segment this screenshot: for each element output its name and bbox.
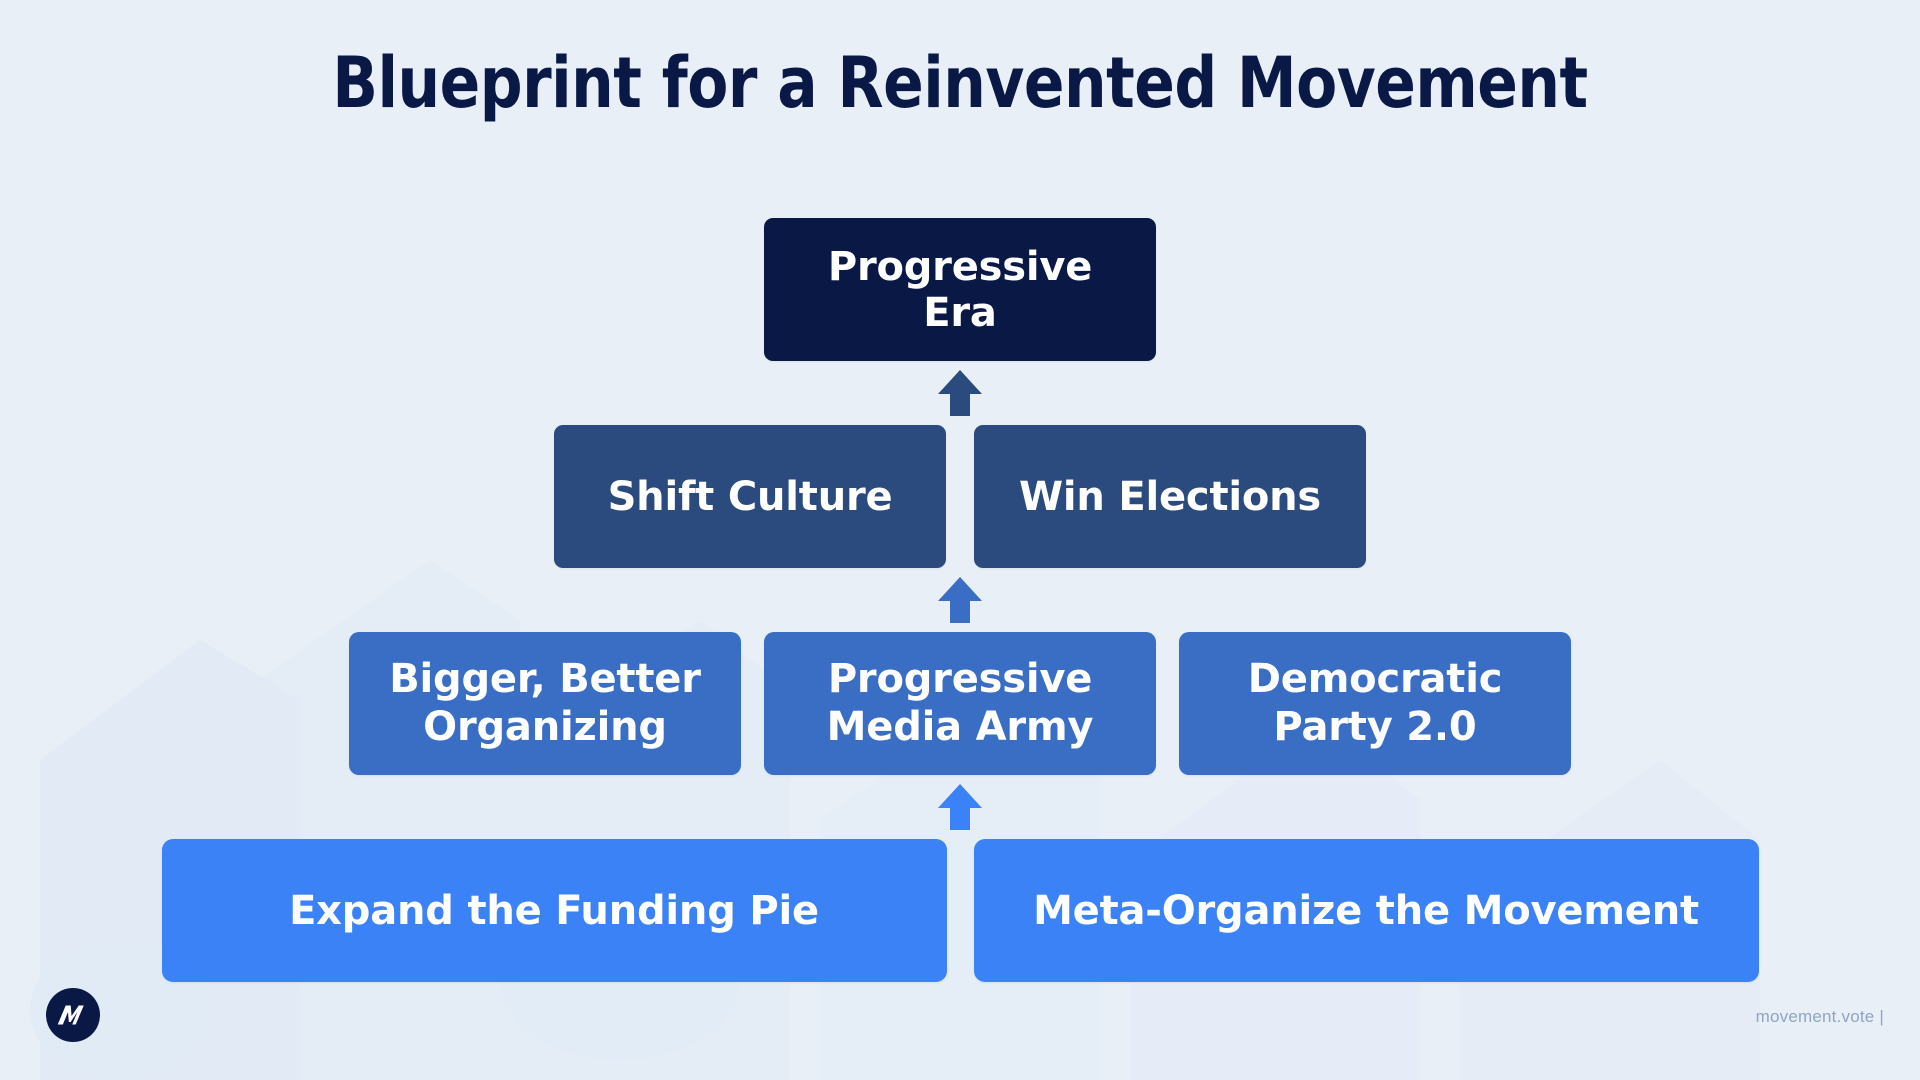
- node-line-1: Democratic: [1247, 656, 1503, 703]
- arrow-row-2: [0, 568, 1920, 632]
- movement-logo-icon: [46, 988, 100, 1042]
- node-line-2: Media Army: [826, 703, 1094, 750]
- arrow-up-icon-tier4-to-tier3: [938, 784, 982, 830]
- tier-3-row: Bigger, Better Organizing Progressive Me…: [0, 632, 1920, 775]
- node-line-1: Bigger, Better: [389, 656, 701, 703]
- node-meta-organize-the-movement[interactable]: Meta-Organize the Movement: [973, 839, 1759, 982]
- node-bigger-better-organizing[interactable]: Bigger, Better Organizing: [349, 632, 741, 775]
- node-line-2: Party 2.0: [1273, 703, 1477, 750]
- tier-1-row: Progressive Era: [0, 218, 1920, 361]
- node-progressive-media-army[interactable]: Progressive Media Army: [764, 632, 1156, 775]
- arrow-row-1: [0, 361, 1920, 425]
- node-label: Win Elections: [1018, 473, 1322, 520]
- node-label: Shift Culture: [607, 473, 893, 520]
- footer-url[interactable]: movement.vote |: [1755, 1007, 1884, 1026]
- node-line-2: Era: [923, 289, 997, 336]
- tier-4-row: Expand the Funding Pie Meta-Organize the…: [0, 839, 1920, 982]
- arrow-shaft: [950, 806, 970, 830]
- node-progressive-era[interactable]: Progressive Era: [764, 218, 1156, 361]
- node-shift-culture[interactable]: Shift Culture: [554, 425, 946, 568]
- node-line-2: Organizing: [423, 703, 667, 750]
- arrow-up-icon-tier2-to-tier1: [938, 370, 982, 416]
- arrow-row-3: [0, 775, 1920, 839]
- node-win-elections[interactable]: Win Elections: [974, 425, 1366, 568]
- node-label: Meta-Organize the Movement: [1033, 887, 1699, 934]
- node-expand-the-funding-pie[interactable]: Expand the Funding Pie: [161, 839, 947, 982]
- node-label: Expand the Funding Pie: [289, 887, 819, 934]
- node-line-1: Progressive: [827, 243, 1093, 290]
- node-democratic-party-2-0[interactable]: Democratic Party 2.0: [1179, 632, 1571, 775]
- arrow-head: [938, 577, 982, 601]
- arrow-shaft: [950, 599, 970, 623]
- arrow-head: [938, 370, 982, 394]
- arrow-head: [938, 784, 982, 808]
- tier-2-row: Shift Culture Win Elections: [0, 425, 1920, 568]
- node-line-1: Progressive: [827, 656, 1093, 703]
- page-title: Blueprint for a Reinvented Movement: [332, 42, 1588, 124]
- arrow-shaft: [950, 392, 970, 416]
- arrow-up-icon-tier3-to-tier2: [938, 577, 982, 623]
- pyramid-diagram: Progressive Era Shift Culture Win Electi…: [0, 218, 1920, 982]
